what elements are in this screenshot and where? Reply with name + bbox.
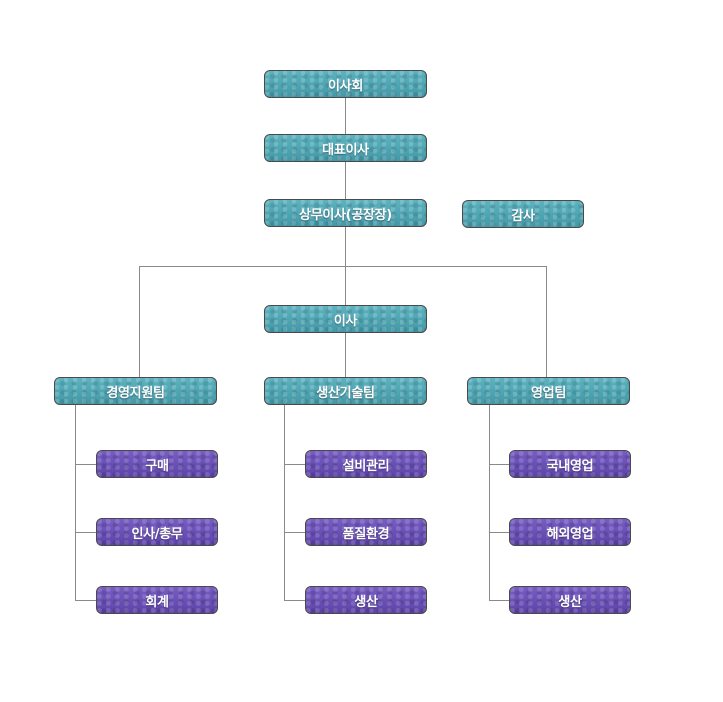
connector-team-2-spine: [284, 405, 285, 601]
connector-board-ceo: [345, 98, 346, 135]
connector-team-1-unit-2: [75, 532, 97, 533]
connector-team-2-unit-2: [284, 532, 306, 533]
node-unit-facility-management: 설비관리: [305, 450, 427, 478]
connector-team-1-unit-1: [75, 464, 97, 465]
node-unit-production: 생산: [305, 586, 427, 614]
connector-team-bar: [139, 266, 547, 267]
node-team-production-technology: 생산기술팀: [264, 377, 427, 405]
connector-bar-team-3: [546, 266, 547, 378]
connector-team-3-unit-1: [489, 464, 511, 465]
connector-team-3-spine: [489, 405, 490, 601]
node-auditor: 감사: [462, 200, 584, 228]
connector-team-2-unit-3: [284, 600, 306, 601]
connector-bar-team-1: [139, 266, 140, 378]
node-managing-director: 상무이사(공장장): [264, 199, 427, 227]
node-team-sales: 영업팀: [467, 377, 630, 405]
node-unit-sales-production: 생산: [509, 586, 631, 614]
node-unit-purchasing: 구매: [96, 450, 218, 478]
connector-team-2-unit-1: [284, 464, 306, 465]
node-director: 이사: [264, 305, 427, 333]
connector-ceo-md: [345, 162, 346, 199]
node-unit-overseas-sales: 해외영업: [509, 518, 631, 546]
node-unit-accounting: 회계: [96, 586, 218, 614]
node-unit-domestic-sales: 국내영업: [509, 450, 631, 478]
node-unit-hr-general-affairs: 인사/총무: [96, 518, 218, 546]
connector-director-team-2: [345, 333, 346, 378]
connector-team-1-unit-3: [75, 600, 97, 601]
connector-team-1-spine: [75, 405, 76, 601]
node-board: 이사회: [264, 70, 427, 98]
node-ceo: 대표이사: [264, 134, 427, 162]
connector-team-3-unit-3: [489, 600, 511, 601]
node-team-management-support: 경영지원팀: [54, 377, 217, 405]
node-unit-quality-environment: 품질환경: [305, 518, 427, 546]
connector-team-3-unit-2: [489, 532, 511, 533]
